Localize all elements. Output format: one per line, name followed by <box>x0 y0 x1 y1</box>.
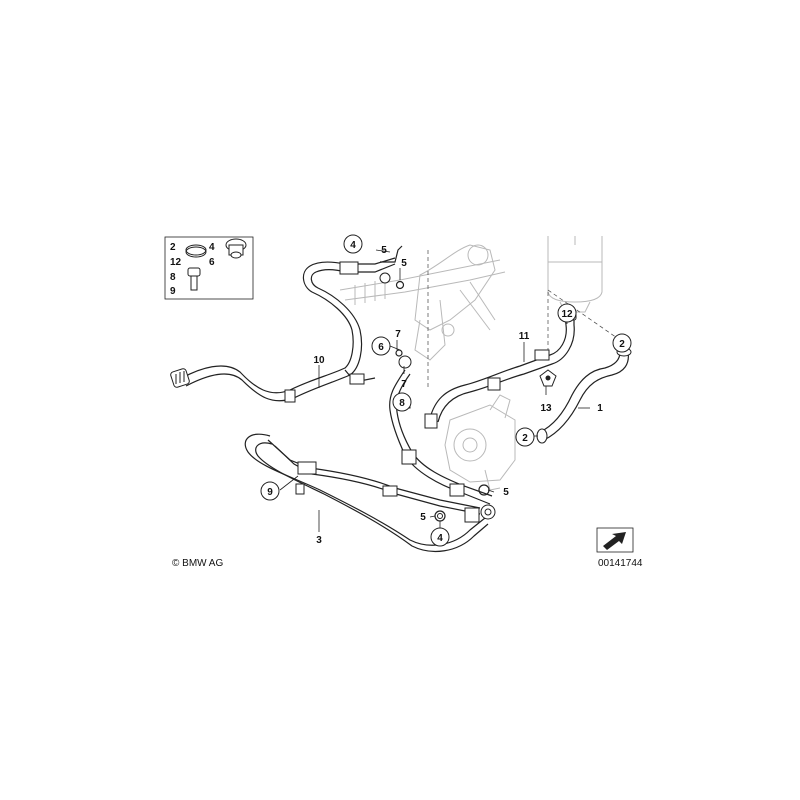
svg-text:8: 8 <box>399 398 405 409</box>
legend-num-2: 2 <box>170 242 176 253</box>
legend-num-9: 9 <box>170 286 176 297</box>
svg-text:12: 12 <box>561 309 573 320</box>
svg-text:9: 9 <box>267 487 273 498</box>
svg-text:4: 4 <box>437 533 443 544</box>
svg-text:6: 6 <box>378 342 384 353</box>
label-5-top-left: 5 <box>381 245 387 256</box>
hose-10-feed-line <box>170 245 405 403</box>
label-3: 3 <box>316 535 322 546</box>
legend-num-6: 6 <box>209 257 215 268</box>
label-5-bottom: 5 <box>420 512 426 523</box>
image-number: 00141744 <box>598 558 643 569</box>
hose-3-return-line <box>244 433 496 553</box>
callout-4-top: 4 <box>343 234 363 254</box>
label-13: 13 <box>540 403 552 414</box>
bolt-icon <box>187 267 201 291</box>
hose-8-pressure-line <box>389 349 493 505</box>
svg-text:4: 4 <box>350 240 356 251</box>
label-7-top: 7 <box>395 329 401 340</box>
legend-num-8: 8 <box>170 272 176 283</box>
callout-12: 12 <box>557 303 577 323</box>
legend-num-4: 4 <box>209 242 215 253</box>
grommet-icon <box>225 238 247 259</box>
hose-clamp-icon <box>185 244 207 258</box>
svg-text:2: 2 <box>522 433 528 444</box>
seal-ring-5-lower <box>434 510 446 522</box>
callout-2-top: 2 <box>612 333 632 353</box>
label-11: 11 <box>519 331 530 342</box>
copyright-text: © BMW AG <box>172 558 223 569</box>
clip-13 <box>539 369 557 387</box>
callout-4-bottom: 4 <box>430 527 450 547</box>
label-7-bottom: 7 <box>401 379 407 390</box>
parts-legend: 2 4 12 6 8 9 <box>164 236 254 300</box>
seal-ring-5-inner <box>437 513 443 519</box>
label-1: 1 <box>597 403 603 414</box>
svg-text:2: 2 <box>619 339 625 350</box>
callout-9: 9 <box>260 481 280 501</box>
label-10: 10 <box>313 355 325 366</box>
callout-8: 8 <box>392 392 412 412</box>
legend-num-12: 12 <box>170 257 182 268</box>
steering-rack-ghost <box>339 244 506 361</box>
label-5-right: 5 <box>503 487 509 498</box>
leader-lines <box>279 249 623 532</box>
hose-11-suction-line <box>424 309 577 429</box>
dashed-guides <box>427 250 621 390</box>
power-steering-pump-ghost <box>444 394 516 491</box>
hose-1-reservoir-hose <box>536 347 632 444</box>
orientation-arrow-icon <box>596 527 634 553</box>
label-5-top-right: 5 <box>401 258 407 269</box>
reservoir-ghost <box>547 236 603 313</box>
callout-6: 6 <box>371 336 391 356</box>
callout-2-bottom: 2 <box>515 427 535 447</box>
